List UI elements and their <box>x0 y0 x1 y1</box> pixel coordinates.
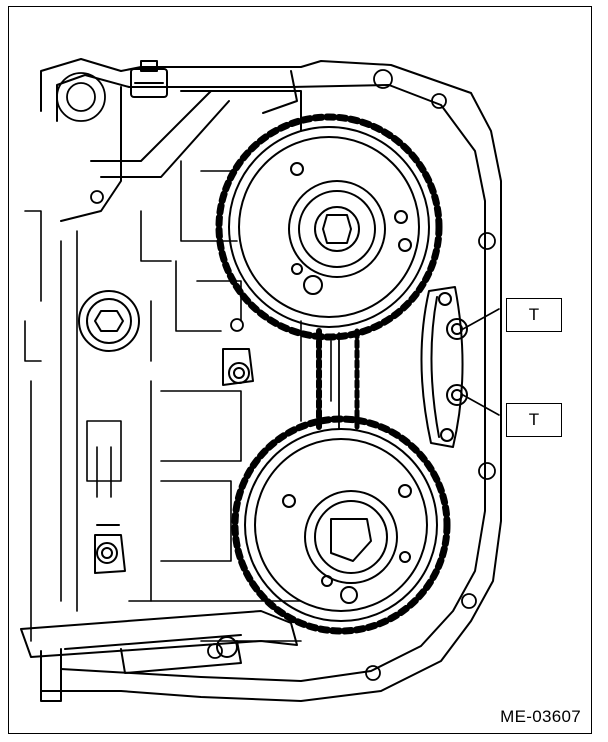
callout-label: T <box>528 410 540 429</box>
lower-cam-sprocket <box>231 415 451 635</box>
timing-chain <box>316 328 360 434</box>
engine-block-outline <box>40 58 502 702</box>
callout-t-upper: T <box>506 298 562 332</box>
chain-guide <box>420 286 468 448</box>
engine-front-illustration <box>20 58 502 702</box>
callout-leaders <box>462 308 500 416</box>
upper-cam-sprocket <box>215 113 443 341</box>
callout-t-lower: T <box>506 403 562 437</box>
lower-stud-bolt <box>94 524 126 574</box>
casting-details <box>24 160 332 642</box>
block-bolt-holes <box>56 69 496 681</box>
middle-stud-bolt <box>222 348 254 386</box>
callout-label: T <box>528 305 540 324</box>
top-bolt <box>130 60 168 98</box>
figure-code: ME-03607 <box>500 707 581 726</box>
lower-chain-guide <box>20 610 298 702</box>
left-idler-bolt <box>78 290 140 352</box>
figure-frame: T T ME-03607 <box>8 6 592 734</box>
